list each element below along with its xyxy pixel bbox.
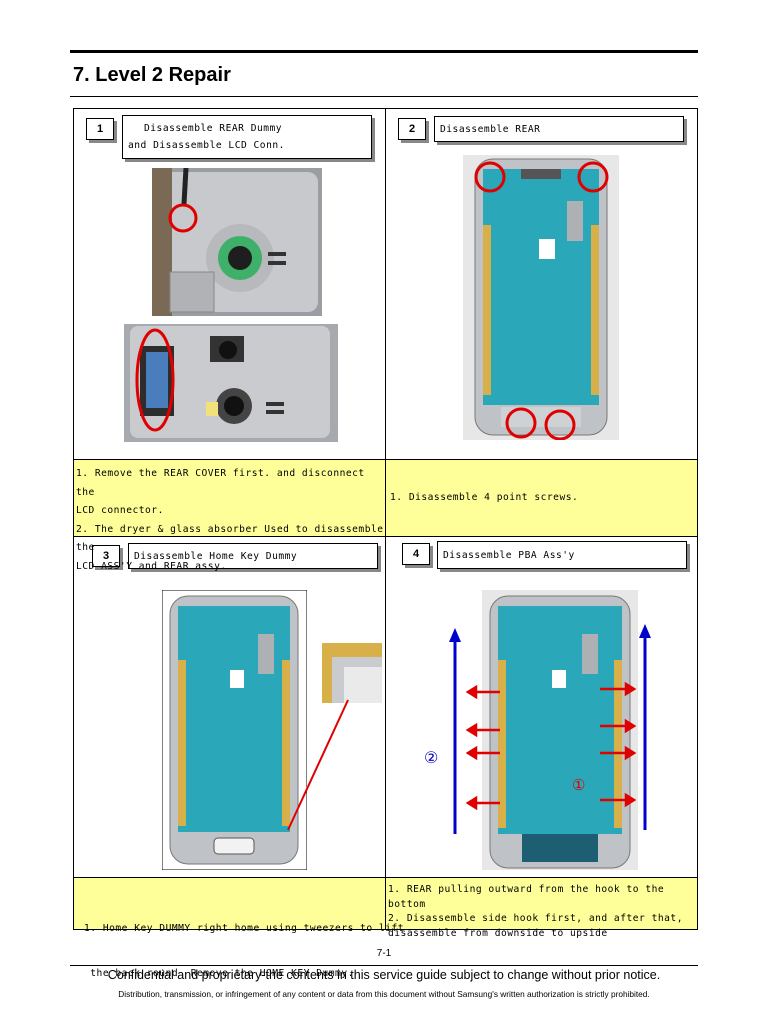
step4-number: 4: [402, 543, 430, 565]
desc-line: LCD ASS'Y and REAR assy.: [76, 560, 227, 572]
step4-desc-cell: [386, 878, 697, 929]
top-rule: [70, 50, 698, 53]
table-column-divider: [385, 108, 386, 930]
step2-desc-cell: [386, 460, 697, 536]
desc-line: the back round Remove the HOME KEY Dummy…: [84, 968, 354, 979]
marker-outer: ②: [424, 750, 439, 767]
step3-label: Disassemble Home Key Dummy: [128, 543, 378, 569]
step1-label-line1: Disassemble REAR Dummy: [144, 123, 283, 134]
lcd-connector-photo: [124, 324, 338, 442]
desc-line: disassemble from downside to upside: [388, 927, 608, 939]
home-key-detail-photo: [322, 643, 382, 703]
desc-line: LCD connector.: [76, 505, 164, 516]
desc-line: 2. The dryer & glass absorber Used to di…: [76, 523, 384, 554]
footer-legal: Distribution, transmission, or infringem…: [118, 989, 650, 999]
step1-number: 1: [86, 118, 114, 140]
rear-dummy-photo: [152, 168, 322, 316]
footer-rule: [70, 965, 698, 966]
step1-description: 1. Remove the REAR COVER first. and disc…: [76, 465, 384, 576]
table-row-divider: [73, 459, 698, 460]
title-underline: [70, 96, 698, 97]
desc-line: 1. REAR pulling outward from the hook to…: [388, 884, 665, 910]
step4-label: Disassemble PBA Ass'y: [437, 541, 687, 569]
pba-assy-photo: [449, 590, 651, 870]
step3-number: 3: [92, 545, 120, 567]
rear-screws-photo: [463, 155, 619, 440]
page-title: 7. Level 2 Repair: [73, 64, 231, 86]
step2-number: 2: [398, 118, 426, 140]
desc-line: 1. Remove the REAR COVER first. and disc…: [76, 468, 365, 498]
step2-label: Disassemble REAR: [434, 116, 684, 142]
step2-description: 1. Disassemble 4 point screws.: [390, 492, 579, 503]
step1-label-line2: and Disassemble LCD Conn.: [128, 140, 285, 151]
table-row-divider: [73, 877, 698, 878]
step4-description: 1. REAR pulling outward from the hook to…: [388, 883, 696, 941]
desc-line: 2. Disassemble side hook first, and afte…: [388, 913, 683, 924]
marker-inner: ①: [572, 777, 586, 794]
step1-desc-cell: [74, 460, 385, 536]
step1-label: Disassemble REAR Dummy and Disassemble L…: [122, 115, 372, 159]
home-key-pointer-line: [287, 699, 349, 831]
footer-notice: Confidential and proprietary-the content…: [107, 968, 661, 982]
desc-line: 1. Home Key DUMMY right home using tweez…: [84, 923, 405, 934]
home-key-photo: [162, 590, 307, 870]
step3-desc-cell: [74, 878, 385, 929]
page-number: 7-1: [376, 948, 392, 959]
table-row-divider: [73, 536, 698, 537]
